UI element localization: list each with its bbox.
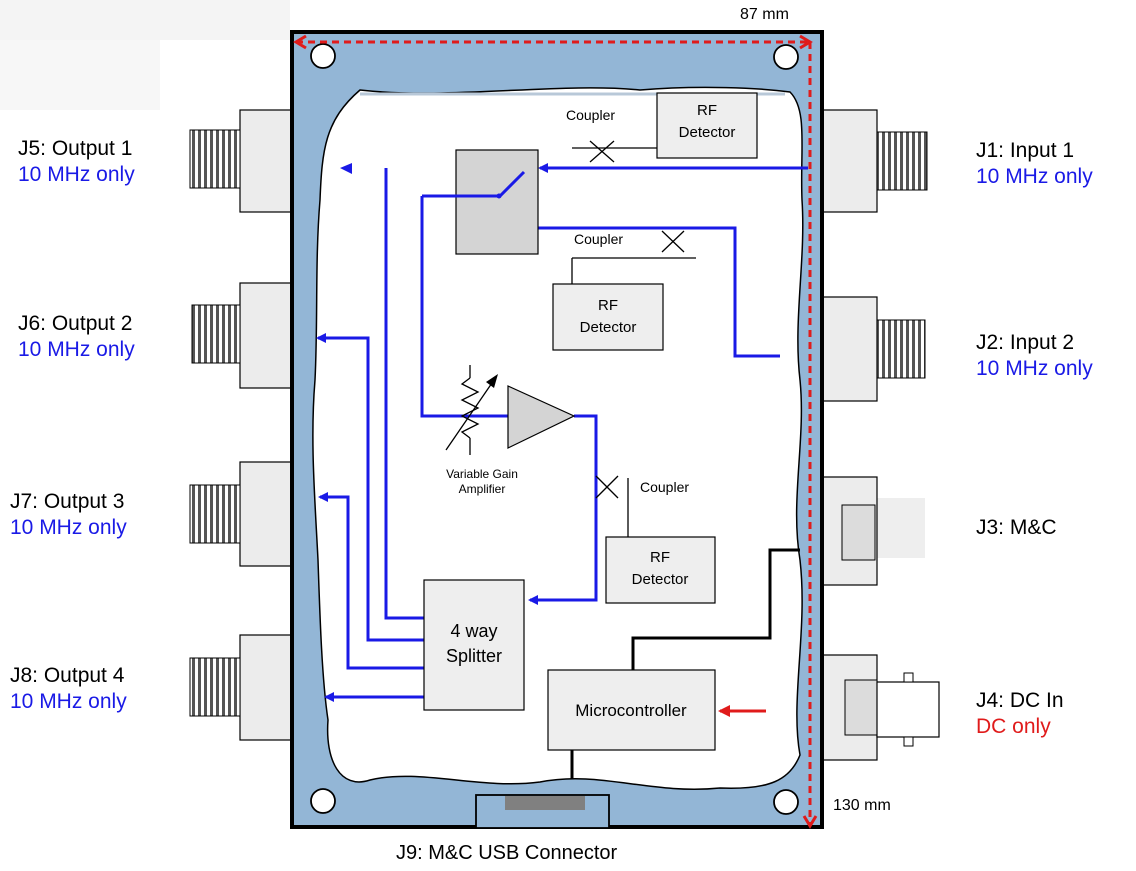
port-label-j2: J2: Input 2 10 MHz only [976,330,1093,382]
connector-j7 [189,461,293,567]
connector-j3 [821,476,925,586]
rf-paths [316,163,808,702]
port-j3-name: J3: M&C [976,516,1057,539]
splitter-line1: 4 way [450,621,497,641]
port-j7-note: 10 MHz only [10,516,127,539]
port-label-j3: J3: M&C [976,515,1057,541]
splitter-block [423,579,525,711]
port-j2-name: J2: Input 2 [976,331,1075,354]
port-j8-note: 10 MHz only [10,690,127,713]
mounting-hole [310,43,336,69]
rf-switch [455,149,539,255]
coupler-low-label: Coupler [640,479,689,495]
variable-resistor-icon [445,365,495,455]
rf-detector-mid [552,283,664,351]
coupler-mid-label: Coupler [574,231,623,247]
rf-detector-low-line1: RF [650,549,670,566]
arrowhead [486,374,498,388]
height-dimension-label: 130 mm [833,797,891,814]
port-j1-name: J1: Input 1 [976,139,1075,162]
port-label-j8: J8: Output 4 10 MHz only [10,663,127,715]
control-lines [570,548,800,779]
port-j6-name: J6: Output 2 [18,312,133,335]
connector-j1 [821,109,928,213]
connector-j2 [821,296,926,402]
port-label-j7: J7: Output 3 10 MHz only [10,489,127,541]
connector-j9 [475,794,610,829]
mounting-hole [773,44,799,70]
arrowhead [293,34,307,50]
rf-detector-low-line2: Detector [632,571,689,588]
arrowhead [340,163,352,174]
port-label-j4: J4: DC In DC only [976,688,1064,740]
connector-j6 [191,282,293,389]
coupler-top-label: Coupler [566,107,615,123]
background-smudge [0,40,160,110]
splitter-line2: Splitter [446,646,502,666]
coupler-low [595,475,629,538]
connector-j4 [821,654,940,761]
connector-j5 [189,109,293,213]
coupler-top [572,140,658,163]
port-j2-note: 10 MHz only [976,357,1093,380]
port-j7-name: J7: Output 3 [10,490,125,513]
port-j5-name: J5: Output 1 [18,137,133,160]
mounting-hole [310,788,336,814]
amplifier-line2: Amplifier [459,482,506,496]
port-j6-note: 10 MHz only [18,338,135,361]
connector-j8 [189,634,293,741]
switch-pivot [496,193,502,199]
rf-detector-mid-line1: RF [598,297,618,314]
port-label-j6: J6: Output 2 10 MHz only [18,311,135,363]
port-j8-name: J8: Output 4 [10,664,125,687]
coupler-mid [571,230,696,284]
microcontroller-block [547,669,716,751]
rf-detector-mid-line2: Detector [580,319,637,336]
mounting-hole [773,789,799,815]
rf-detector-top-line2: Detector [679,124,736,141]
port-j4-name: J4: DC In [976,689,1064,712]
port-label-j9: J9: M&C USB Connector [396,842,618,864]
rf-detector-low [605,536,716,604]
port-label-j1: J1: Input 1 10 MHz only [976,138,1093,190]
port-j4-note: DC only [976,715,1051,738]
port-j5-note: 10 MHz only [18,163,135,186]
arrowhead [802,815,818,829]
background-smudge [0,0,290,40]
rf-detector-top [656,92,758,159]
width-dimension-label: 87 mm [740,6,789,23]
rf-detector-top-line1: RF [697,102,717,119]
amplifier-line1: Variable Gain [446,467,518,481]
microcontroller-label: Microcontroller [575,701,687,720]
amplifier-triangle [507,385,576,449]
port-label-j5: J5: Output 1 10 MHz only [18,136,135,188]
port-j1-note: 10 MHz only [976,165,1093,188]
